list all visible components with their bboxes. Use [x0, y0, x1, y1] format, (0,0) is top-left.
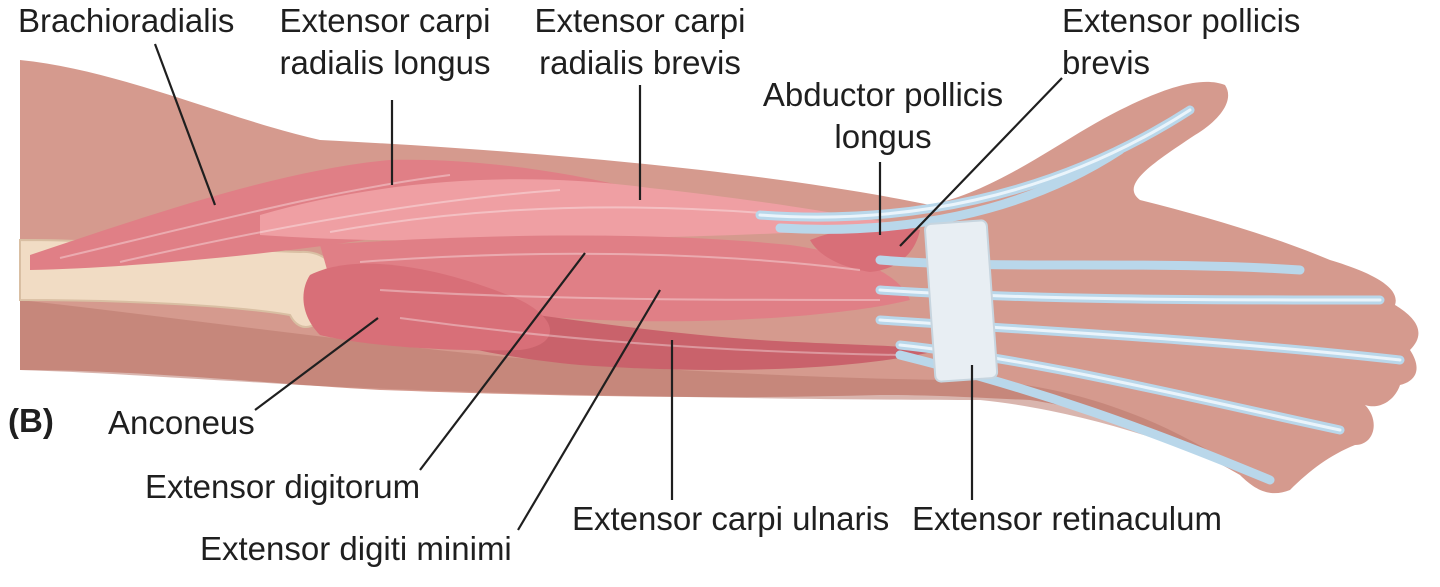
leader-anconeus	[254, 317, 379, 411]
label-extensor-digiti-minimi: Extensor digiti minimi	[200, 530, 512, 567]
label-epb-line2: brevis	[1062, 44, 1150, 81]
leader-extensor-digitorum	[419, 252, 586, 471]
leader-epb	[899, 77, 1063, 247]
label-apl-line2: longus	[834, 118, 931, 155]
leader-brachioradialis	[153, 43, 217, 206]
label-apl-line1: Abductor pollicis	[763, 76, 1003, 113]
label-brachioradialis: Brachioradialis	[18, 2, 234, 39]
label-ecrb-line1: Extensor carpi	[535, 2, 746, 39]
arm-skin-shadow	[20, 300, 1240, 470]
label-extensor-retinaculum: Extensor retinaculum	[912, 500, 1222, 537]
extensor-retinaculum-band	[924, 219, 999, 383]
ecrl-muscle	[260, 179, 900, 241]
label-ecrl-line1: Extensor carpi	[280, 2, 491, 39]
panel-label: (B)	[8, 402, 54, 439]
label-extensor-carpi-ulnaris: Extensor carpi ulnaris	[572, 500, 889, 537]
label-epb-line1: Extensor pollicis	[1062, 2, 1300, 39]
label-ecrb-line2: radialis brevis	[539, 44, 741, 81]
leader-extensor-digiti-minimi	[517, 289, 661, 531]
label-extensor-digitorum: Extensor digitorum	[145, 468, 420, 505]
leader-lines	[153, 43, 1063, 531]
label-ecrl-line2: radialis longus	[280, 44, 491, 81]
label-anconeus: Anconeus	[108, 404, 255, 441]
labels: Brachioradialis Extensor carpi radialis …	[8, 2, 1300, 567]
